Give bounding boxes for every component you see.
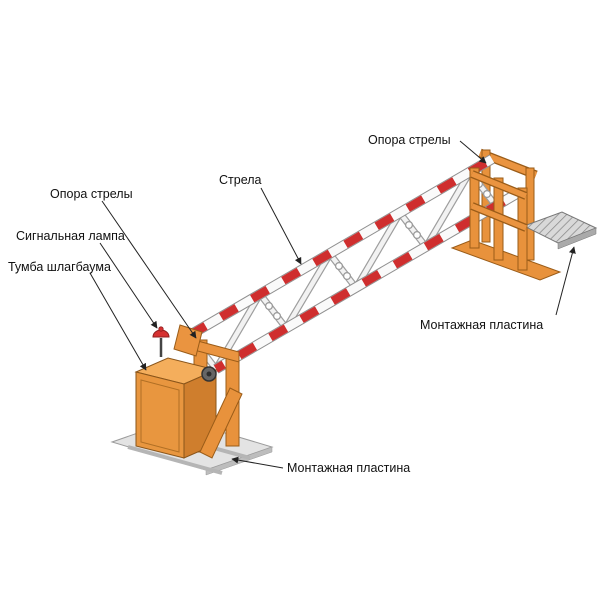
leader-mounting-plate-left	[231, 456, 284, 469]
leader-lines	[89, 140, 576, 469]
signal-lamp-graphic	[152, 326, 170, 357]
label-signal-lamp: Сигнальная лампа	[16, 229, 125, 243]
label-barrier-cabinet: Тумба шлагбаума	[8, 260, 111, 274]
leader-signal-lamp	[99, 242, 158, 329]
boom-graphic	[186, 154, 521, 374]
tube-holes	[264, 179, 492, 321]
leader-boom	[260, 187, 302, 265]
label-mounting-plate-right: Монтажная пластина	[420, 318, 544, 332]
label-boom-support-right: Опора стрелы	[368, 133, 451, 147]
leader-boom-support-right	[459, 140, 487, 164]
boom-pivot-hub	[201, 366, 217, 382]
boom-support-right-front	[450, 167, 598, 281]
label-mounting-plate-left: Монтажная пластина	[287, 461, 411, 475]
label-boom: Стрела	[219, 173, 262, 187]
mounting-plate-right-graphic	[522, 211, 598, 250]
leader-boom-support-left	[101, 200, 197, 339]
leader-mounting-plate-right	[555, 246, 576, 316]
label-boom-support-left: Опора стрелы	[50, 187, 133, 201]
leader-barrier-cabinet	[89, 272, 147, 371]
support-brace	[199, 387, 243, 459]
